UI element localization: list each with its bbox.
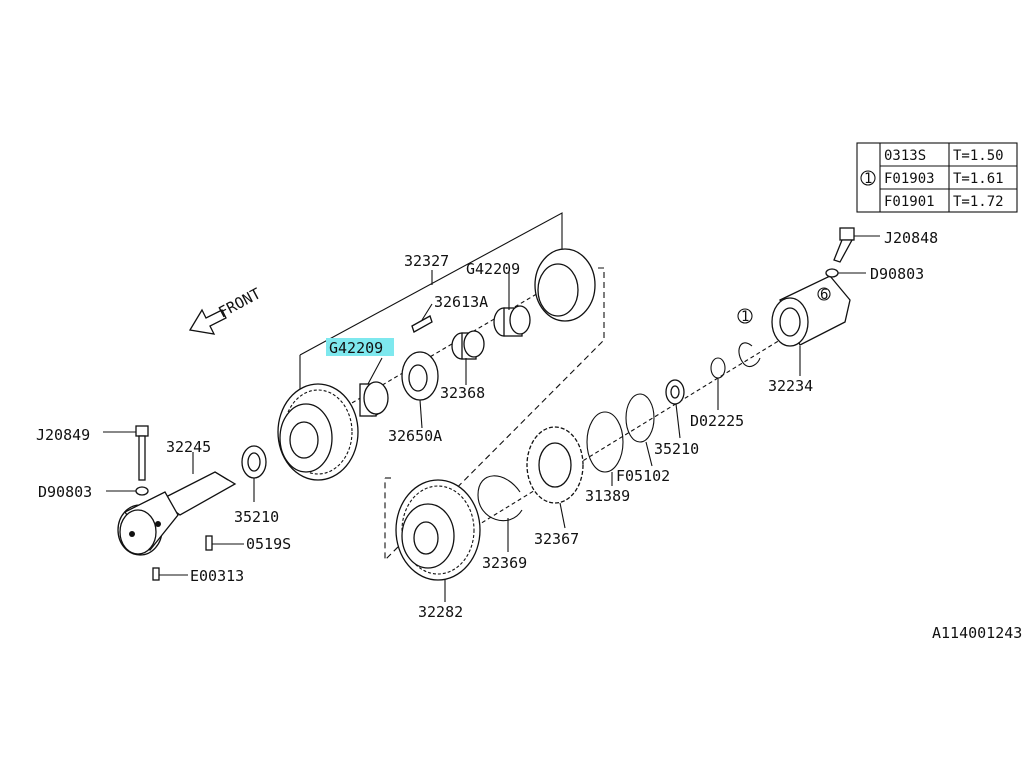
diagram-id: A114001243 bbox=[932, 624, 1022, 642]
label-32369[interactable]: 32369 bbox=[482, 554, 527, 572]
highlight-box bbox=[326, 338, 394, 356]
label-D02225[interactable]: D02225 bbox=[690, 412, 744, 430]
part-J20849-bolt bbox=[135, 425, 149, 496]
part-32282-gear bbox=[395, 479, 481, 581]
label-F05102[interactable]: F05102 bbox=[616, 467, 670, 485]
marker-six: 6 bbox=[820, 287, 828, 303]
part-35210-right-washer bbox=[665, 379, 685, 405]
table-thickness: T=1.72 bbox=[953, 194, 1004, 210]
front-label: FRONT bbox=[215, 284, 263, 321]
marker-one-circle bbox=[737, 308, 753, 324]
part-32245-shaft bbox=[117, 471, 237, 556]
leader-lines bbox=[103, 235, 880, 602]
table-thickness: T=1.61 bbox=[953, 171, 1004, 187]
label-31389[interactable]: 31389 bbox=[585, 487, 630, 505]
label-G42209-top[interactable]: G42209 bbox=[466, 260, 520, 278]
label-32650A[interactable]: 32650A bbox=[388, 427, 442, 445]
part-32650A-hub bbox=[401, 351, 439, 401]
shim-thickness-table: 1 0313S T=1.50 F01903 T=1.61 F01901 T=1.… bbox=[856, 142, 1018, 213]
subassembly-dashed-frame bbox=[299, 212, 605, 562]
part-E00313-pin bbox=[152, 567, 160, 581]
table-marker: 1 bbox=[864, 171, 872, 187]
label-0519S[interactable]: 0519S bbox=[246, 535, 291, 553]
part-35210-washer bbox=[241, 445, 267, 479]
part-32368-collar bbox=[451, 330, 485, 360]
table-thickness: T=1.50 bbox=[953, 148, 1004, 164]
label-35210-right[interactable]: 35210 bbox=[654, 440, 699, 458]
label-G42209-highlighted[interactable]: G42209 bbox=[329, 339, 383, 357]
part-0519S-pin bbox=[205, 535, 213, 551]
part-32327-gear bbox=[277, 383, 359, 481]
part-31389-ring bbox=[586, 411, 624, 473]
label-32367[interactable]: 32367 bbox=[534, 530, 579, 548]
label-32282[interactable]: 32282 bbox=[418, 603, 463, 621]
part-labels: 32327 32613A G42209 G42209 32368 32650A … bbox=[36, 229, 938, 621]
table-part: F01901 bbox=[884, 194, 935, 210]
marker-one: 1 bbox=[741, 309, 749, 325]
part-G42209-needle-bearing bbox=[359, 381, 389, 417]
label-D90803-right[interactable]: D90803 bbox=[870, 265, 924, 283]
part-G42209-upper-bearing bbox=[493, 305, 531, 337]
part-sleeve-ring bbox=[534, 248, 596, 322]
part-F05102-ring bbox=[625, 393, 655, 443]
part-32369-snap-ring bbox=[477, 475, 523, 522]
label-D90803-left[interactable]: D90803 bbox=[38, 483, 92, 501]
part-32613A-key bbox=[411, 315, 433, 333]
table-part: 0313S bbox=[884, 148, 926, 164]
part-snap-ring-1 bbox=[738, 342, 761, 367]
part-D02225-ring bbox=[710, 357, 726, 379]
table-part: F01903 bbox=[884, 171, 935, 187]
label-32234[interactable]: 32234 bbox=[768, 377, 813, 395]
part-32367-sprocket bbox=[526, 426, 584, 504]
label-35210-left[interactable]: 35210 bbox=[234, 508, 279, 526]
front-arrow-icon: FRONT bbox=[188, 284, 264, 335]
label-J20848[interactable]: J20848 bbox=[884, 229, 938, 247]
label-J20849[interactable]: J20849 bbox=[36, 426, 90, 444]
label-E00313[interactable]: E00313 bbox=[190, 567, 244, 585]
label-32613A[interactable]: 32613A bbox=[434, 293, 488, 311]
part-J20848-bolt bbox=[825, 227, 855, 278]
label-32327[interactable]: 32327 bbox=[404, 252, 449, 270]
part-32234-housing: 6 bbox=[771, 275, 851, 347]
label-32368[interactable]: 32368 bbox=[440, 384, 485, 402]
label-32245[interactable]: 32245 bbox=[166, 438, 211, 456]
